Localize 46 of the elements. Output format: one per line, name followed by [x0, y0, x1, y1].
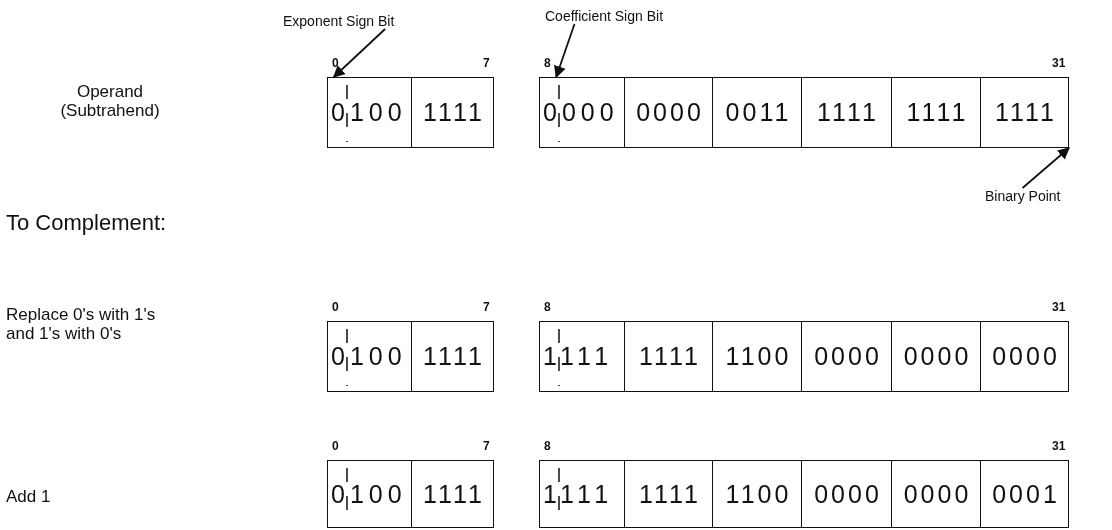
- bit-number: 8: [544, 300, 551, 314]
- bit-field-cell: 1111: [411, 77, 494, 148]
- bit-field-cell: 1111: [411, 321, 494, 392]
- bit-number: 0: [332, 56, 339, 70]
- bit-number: 8: [544, 439, 551, 453]
- bit-field-cell: 0000: [539, 77, 625, 148]
- bit-field-cell: 1111: [980, 77, 1069, 148]
- bit-number: 7: [483, 56, 490, 70]
- bit-field-cell: 0100: [327, 460, 412, 528]
- row-label: Operand (Subtrahend): [59, 82, 161, 120]
- bit-number: 31: [1052, 439, 1066, 453]
- bit-field-cell: 1111: [539, 321, 625, 392]
- bit-field-cell: 0001: [980, 460, 1069, 528]
- bit-field-cell: 1111: [624, 460, 713, 528]
- bit-field-cell: 0000: [801, 460, 892, 528]
- bit-number: 8: [544, 56, 551, 70]
- bit-field-cell: 1111: [539, 460, 625, 528]
- bit-number: 31: [1052, 56, 1066, 70]
- bit-field-cell: 0000: [891, 321, 981, 392]
- bit-field-cell: 1111: [624, 321, 713, 392]
- bit-field-cell: 1100: [712, 460, 802, 528]
- bit-field-cell: 0100: [327, 77, 412, 148]
- bit-field-cell: 0000: [980, 321, 1069, 392]
- bit-number: 0: [332, 300, 339, 314]
- bit-field-cell: 0000: [891, 460, 981, 528]
- bit-field-cell: 0011: [712, 77, 802, 148]
- leader-arrow: [332, 28, 386, 78]
- section-heading: To Complement:: [6, 210, 167, 236]
- row-label: Add 1: [6, 487, 51, 506]
- bit-number: 7: [483, 439, 490, 453]
- bit-field-cell: 1100: [712, 321, 802, 392]
- bit-field-cell: 1111: [411, 460, 494, 528]
- annotation-text: Coefficient Sign Bit: [545, 8, 664, 24]
- row-label: Replace 0's with 1's and 1's with 0's: [6, 305, 157, 343]
- leader-arrow: [1021, 147, 1070, 189]
- annotation-text: Exponent Sign Bit: [283, 13, 395, 29]
- bit-number: 31: [1052, 300, 1066, 314]
- bit-field-cell: 0000: [801, 321, 892, 392]
- annotation-text: Binary Point: [985, 188, 1061, 204]
- leader-arrow: [554, 23, 576, 79]
- bit-field-cell: 1111: [801, 77, 892, 148]
- bit-number: 0: [332, 439, 339, 453]
- bit-field-cell: 0100: [327, 321, 412, 392]
- bit-field-cell: 0000: [624, 77, 713, 148]
- bit-field-cell: 1111: [891, 77, 981, 148]
- bit-number: 7: [483, 300, 490, 314]
